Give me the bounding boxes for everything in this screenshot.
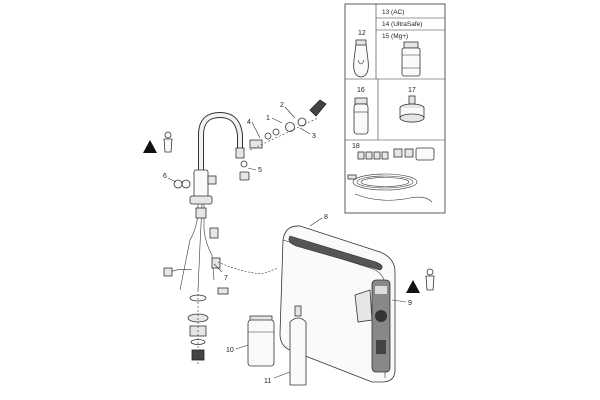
label-11: 11 (264, 378, 271, 385)
filter-cartridge-16 (353, 97, 369, 135)
chiller-unit-8 (279, 225, 396, 383)
filter-head-17 (399, 95, 425, 123)
label-4: 4 (247, 119, 251, 126)
filter-cartridge-12 (353, 39, 369, 78)
label-3: 3 (312, 133, 316, 140)
warning-icon-right (406, 268, 435, 293)
label-16: 16 (357, 87, 365, 94)
label-7: 7 (224, 275, 228, 282)
warning-icon-left (143, 131, 173, 153)
label-15: 15 (Mg+) (382, 33, 408, 40)
aerator-5 (239, 160, 250, 181)
handle-cartridge-parts (249, 99, 327, 151)
filter-cartridge-13-15 (401, 41, 421, 77)
label-12: 12 (358, 30, 366, 37)
label-17: 17 (408, 87, 416, 94)
label-14: 14 (UltraSafe) (382, 21, 422, 28)
label-9: 9 (408, 300, 412, 307)
faucet-assembly (163, 99, 327, 365)
label-6: 6 (163, 173, 167, 180)
connector-kit-18 (347, 147, 435, 203)
accessory-inset: 12 13 (AC) 14 (UltraSafe) 15 (Mg+) 16 17… (344, 3, 446, 214)
filter-10 (247, 315, 275, 367)
label-5: 5 (258, 167, 262, 174)
label-18: 18 (352, 143, 360, 150)
label-13: 13 (AC) (382, 9, 404, 16)
label-2: 2 (280, 102, 284, 109)
label-10: 10 (226, 347, 234, 354)
co2-bottle-11 (289, 305, 307, 386)
label-8: 8 (324, 214, 328, 221)
label-1: 1 (266, 115, 270, 122)
